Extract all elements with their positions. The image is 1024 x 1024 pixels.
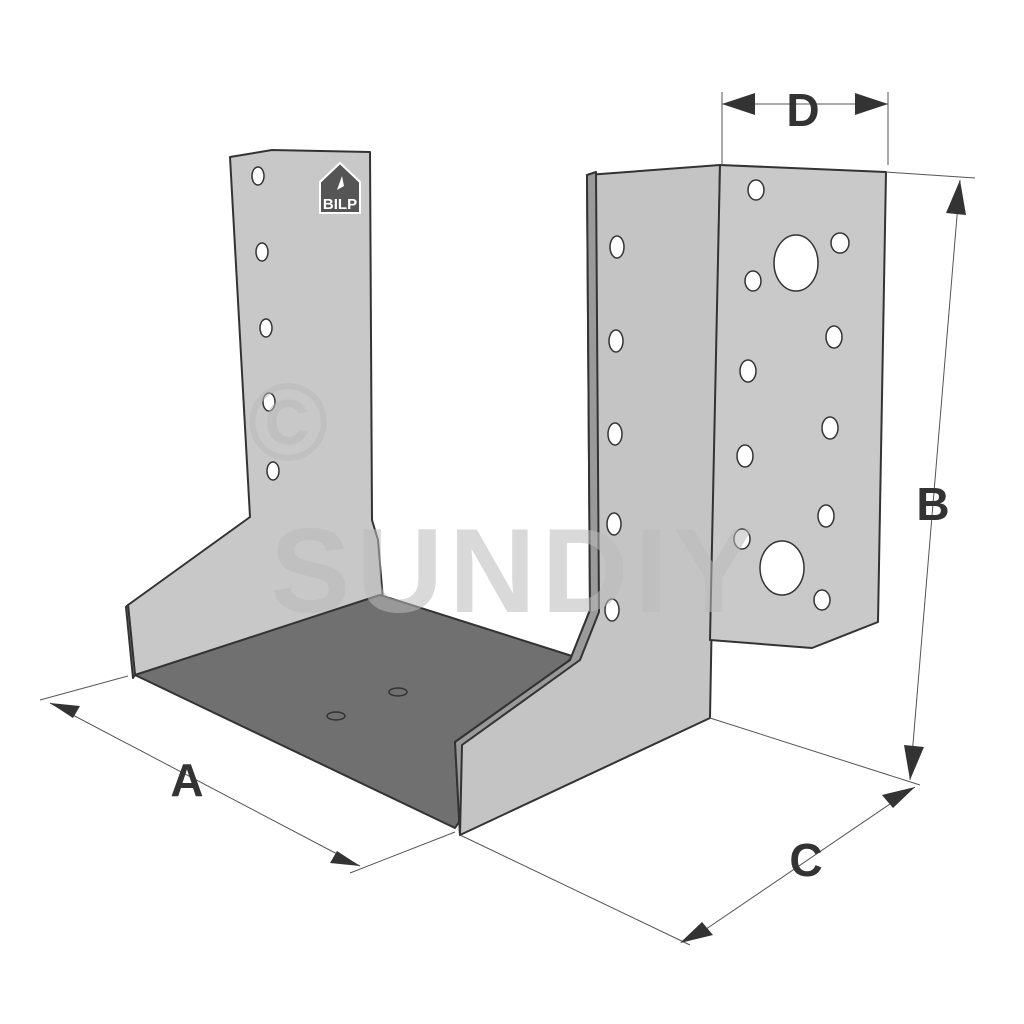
dimension-arrows <box>50 93 966 943</box>
nail-holes <box>251 166 850 721</box>
dimension-label-d: D <box>786 84 819 136</box>
watermark-brand: SUNDIY <box>270 504 759 638</box>
arrow-b-bottom <box>904 745 924 780</box>
dimension-label-a: A <box>170 754 203 806</box>
arrow-a-start <box>50 703 80 718</box>
arrow-d-left <box>722 93 755 115</box>
arrow-c-bottom <box>680 922 713 943</box>
arrow-d-right <box>855 93 888 115</box>
dimension-label-b: B <box>916 478 949 530</box>
left-side-plate <box>127 149 384 676</box>
arrow-c-top <box>882 787 915 808</box>
arrow-a-end <box>330 851 360 866</box>
watermark-copyright: © <box>247 361 328 484</box>
right-front-plate-edge <box>454 171 600 836</box>
bilp-logo: BILP <box>319 161 361 214</box>
dimension-label-c: C <box>789 834 822 886</box>
arrow-b-top <box>946 180 966 215</box>
logo-text: BILP <box>323 196 357 213</box>
left-plate-edge <box>125 604 136 679</box>
